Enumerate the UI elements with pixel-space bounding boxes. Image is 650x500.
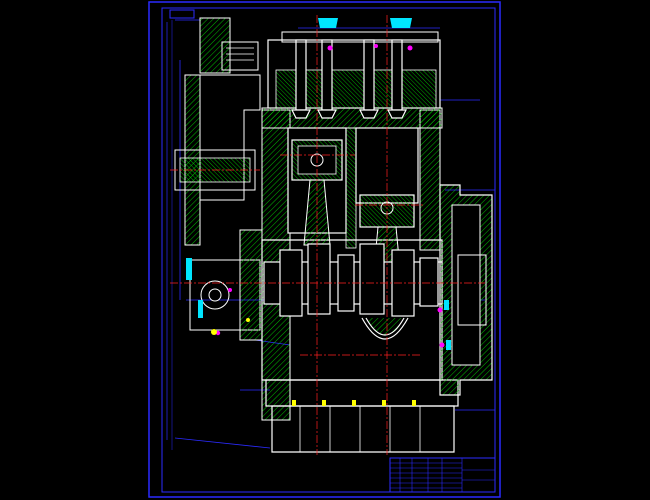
drawing-code-box bbox=[169, 9, 195, 19]
timing-drive-side bbox=[174, 17, 263, 341]
flywheel-ring bbox=[457, 254, 487, 326]
cylinder-head bbox=[267, 18, 441, 119]
centerlines bbox=[170, 15, 485, 455]
sheet-frame bbox=[148, 1, 501, 498]
valve-train bbox=[291, 39, 407, 119]
flywheel-housing bbox=[437, 184, 493, 396]
title-block bbox=[389, 457, 496, 493]
oil-filter bbox=[221, 41, 259, 71]
valve-caps bbox=[318, 18, 412, 28]
oil-sump bbox=[271, 405, 455, 453]
crankshaft bbox=[263, 243, 443, 340]
